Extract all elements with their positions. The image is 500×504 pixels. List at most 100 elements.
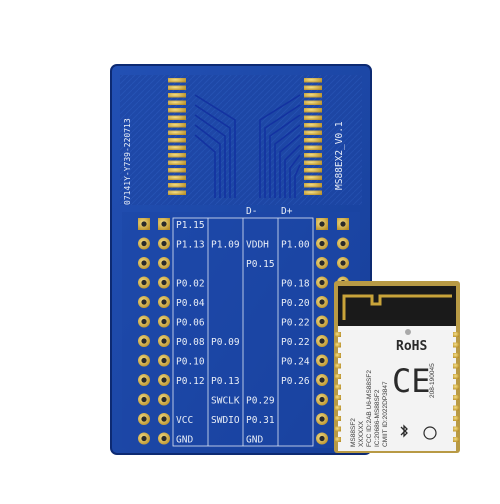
pin-hole [319,396,325,403]
pin-hole [141,416,147,422]
signal-label: GND [176,435,193,446]
signal-label: P0.02 [176,279,205,290]
pcb-traces [194,94,301,198]
svg-text:CMIIT ID:2022DP3847: CMIIT ID:2022DP3847 [382,381,389,447]
pin-hole [319,377,325,383]
connector-pad [168,108,186,113]
signal-label: P0.09 [211,337,240,348]
pin-hole [319,357,325,364]
pin-hole [141,318,147,325]
pin-hole [161,299,167,305]
connector-pad [168,93,186,98]
connector-pad [168,115,186,120]
pin-hole [141,357,147,364]
pin-hole [141,377,147,383]
module-pad [335,426,341,432]
connector-pad [168,130,186,135]
module-pad [453,426,459,432]
module-pad [335,395,341,400]
svg-text:IC:20686-MS88SF2: IC:20686-MS88SF2 [374,389,381,447]
pin-hole [141,435,147,442]
pin-hole [319,338,325,344]
module-pad [453,374,459,379]
pin-hole [141,260,147,266]
connector-pad [304,160,322,165]
module-pad [453,416,459,421]
pin-hole [141,279,147,286]
connector-pad [168,153,186,158]
signal-label: P0.13 [211,376,240,387]
signal-label: P0.12 [176,376,205,387]
connector-pad [168,190,186,195]
top-connector-pads [168,78,322,195]
signal-label: SWCLK [211,396,240,407]
connector-pad [168,175,186,180]
signal-label: VDDH [246,240,269,251]
pin-hole [319,240,325,247]
connector-pad [168,183,186,188]
bluetooth-icon [400,424,408,438]
module-pad [453,363,459,369]
svg-text:MS88SF2: MS88SF2 [350,418,357,447]
board-code-label: 07141Y-Y739-220713 [123,118,132,205]
signal-label: P1.09 [211,240,240,251]
module-pad [335,342,341,348]
connector-pad [304,190,322,195]
module-pad [453,384,459,390]
module-pad [453,437,459,442]
connector-pad [304,123,322,128]
connector-pad [304,138,322,143]
module-pad [453,405,459,411]
module-pad [335,353,341,358]
pin-hole [319,299,325,305]
pin-hole [161,435,167,442]
signal-label: P0.31 [246,415,275,426]
connector-pad [304,85,322,90]
left-pin-header [138,218,170,445]
module-pad [335,437,341,442]
carrier-board [110,64,372,455]
signal-label: P0.08 [176,337,205,348]
connector-pad [304,145,322,150]
signal-label: P0.22 [281,318,310,329]
pin-hole [340,240,346,247]
connector-pad [304,115,322,120]
connector-pad [168,138,186,143]
ms88sf2-module: RoHS CE MS88SF2 XXXXXX FCC ID:2AB U6-MS8… [334,281,460,453]
connector-pad [168,145,186,150]
module-pad [453,395,459,400]
pin-hole [141,299,147,305]
signal-label: P0.10 [176,357,205,368]
compliance-icon [423,426,437,440]
pin-hole [319,435,325,442]
signal-label: P0.24 [281,357,310,368]
connector-pad [304,175,322,180]
connector-pad [304,168,322,173]
pin-hole [319,279,325,286]
pin-hole [161,416,167,422]
module-pad [453,342,459,348]
signal-label: GND [246,435,263,446]
pin-hole [161,221,167,227]
pin-hole [141,396,147,403]
signal-label: P0.18 [281,279,310,290]
signal-label: P1.13 [176,240,205,251]
signal-label: P1.00 [281,240,310,251]
connector-pad [168,160,186,165]
connector-pad [304,78,322,83]
module-text-lines: MS88SF2 XXXXXX FCC ID:2AB U6-MS88SF2 IC:… [350,370,389,447]
signal-label: P1.15 [176,220,205,231]
pin-hole [161,260,167,266]
module-pad [335,405,341,411]
signal-label: P0.22 [281,337,310,348]
module-pad [335,384,341,390]
signal-label: D- [246,206,257,217]
signal-label: P0.15 [246,259,275,270]
connector-pad [168,168,186,173]
pin-hole [340,260,346,266]
pin-hole [141,240,147,247]
connector-pad [304,100,322,105]
connector-pad [304,130,322,135]
rohs-mark: RoHS [396,339,427,354]
